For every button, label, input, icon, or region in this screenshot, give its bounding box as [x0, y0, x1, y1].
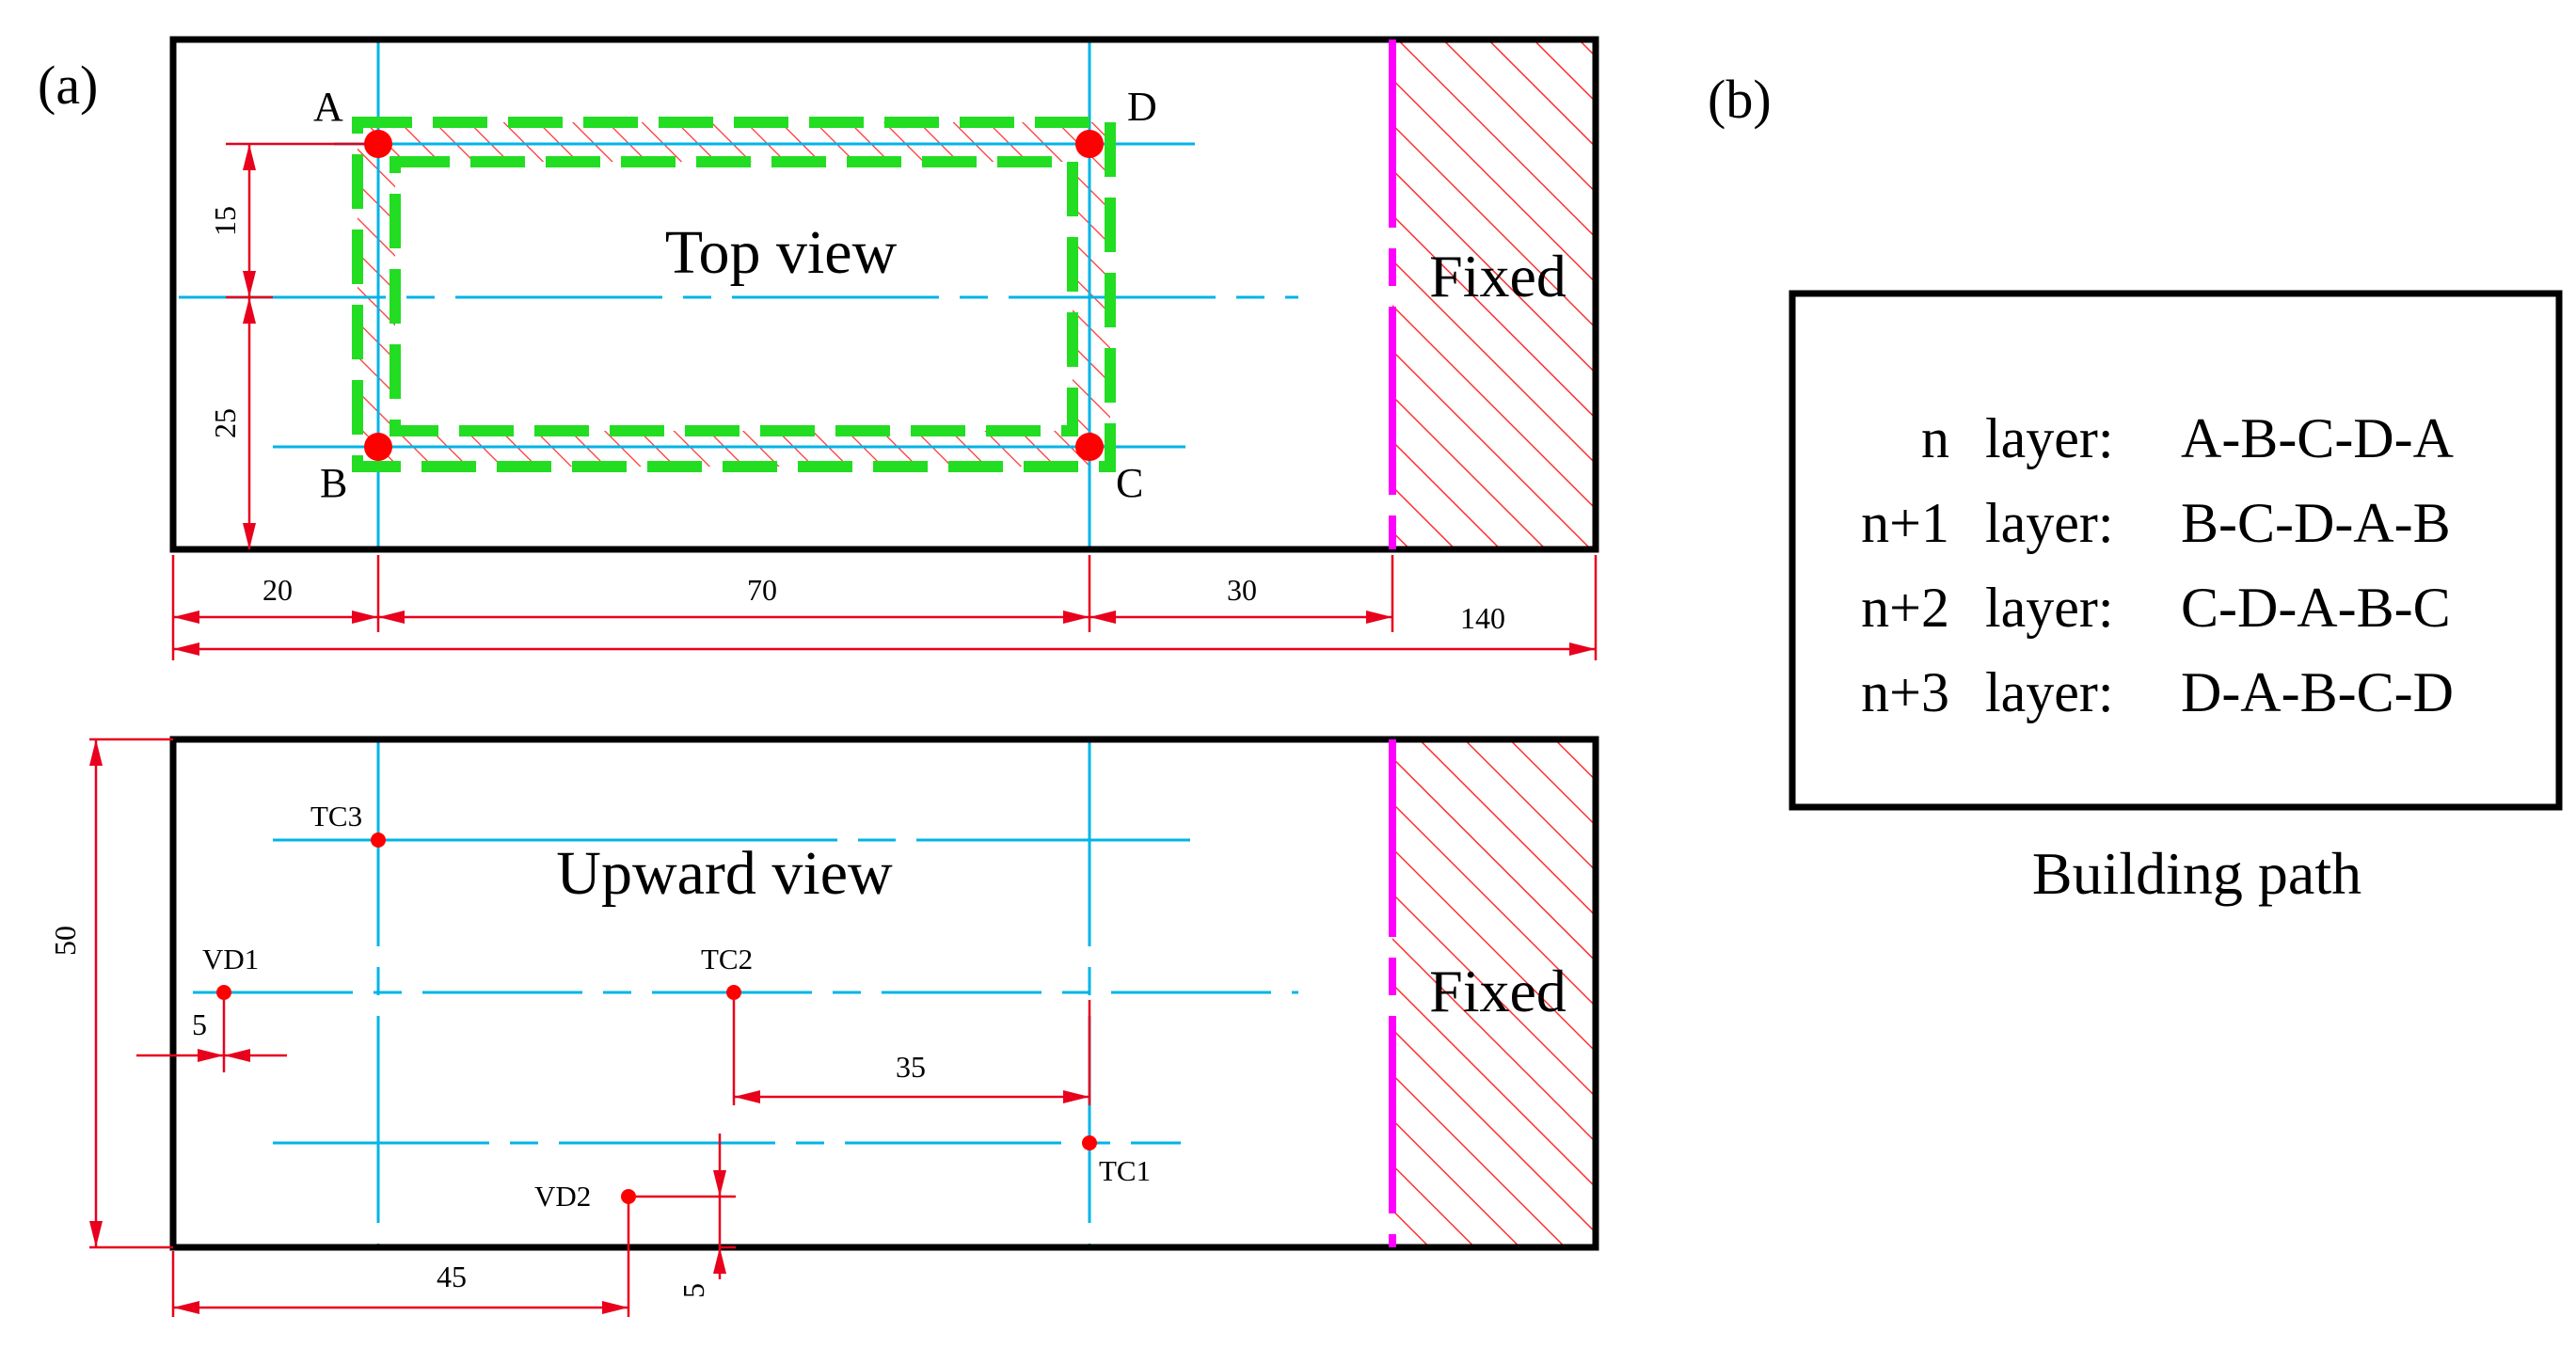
dim-45: 45 — [437, 1260, 467, 1293]
top-plate-outline — [169, 36, 1599, 553]
sensor-point-tc3 — [371, 833, 386, 848]
sensor-point-tc2 — [726, 985, 741, 1000]
path-layer-n3: n+3 — [1861, 661, 1949, 723]
building-path-caption: Building path — [2032, 840, 2361, 907]
top-fixed-label: Fixed — [1429, 243, 1566, 309]
dim-140: 140 — [1460, 601, 1505, 635]
top-view: Top view Fixed A B C D 20 70 30 140 15 2… — [169, 36, 1599, 660]
corner-marker-c — [1075, 433, 1104, 461]
top-dimension-arrows — [173, 144, 1596, 656]
upward-centerlines — [193, 739, 1298, 1247]
corner-label-b: B — [320, 460, 347, 506]
corner-marker-b — [364, 433, 392, 461]
path-layer-n2: n+2 — [1861, 577, 1949, 639]
sensor-label-tc2: TC2 — [701, 943, 753, 975]
path-word-n1: layer: — [1985, 492, 2114, 554]
path-seq-n: A-B-C-D-A — [2181, 407, 2454, 469]
building-path-panel: n layer: A-B-C-D-A n+1 layer: B-C-D-A-B … — [1789, 290, 2563, 907]
building-path-box — [1789, 290, 2563, 811]
path-seq-n3: D-A-B-C-D — [2181, 661, 2454, 723]
sensor-label-tc3: TC3 — [310, 800, 362, 833]
dim-70: 70 — [747, 573, 777, 607]
dim-30: 30 — [1227, 573, 1257, 607]
corner-marker-a — [364, 130, 392, 158]
top-deposited-track — [358, 122, 1110, 467]
path-layer-n1: n+1 — [1861, 492, 1949, 554]
sensor-label-vd1: VD1 — [202, 943, 259, 975]
path-layer-n: n — [1921, 407, 1949, 469]
dim-5-vd1: 5 — [192, 1007, 207, 1041]
dim-15: 15 — [208, 206, 242, 236]
dim-20: 20 — [262, 573, 293, 607]
corner-label-c: C — [1116, 460, 1143, 506]
top-building-path-outer — [352, 117, 1116, 472]
path-seq-n1: B-C-D-A-B — [2181, 492, 2451, 554]
dim-35: 35 — [896, 1050, 926, 1084]
upward-dimension-lines — [89, 737, 1091, 1317]
upward-fixed-label: Fixed — [1429, 958, 1566, 1024]
path-seq-n2: C-D-A-B-C — [2181, 577, 2451, 639]
corner-label-a: A — [313, 84, 343, 130]
corner-label-d: D — [1127, 84, 1157, 130]
path-row-n3: n+3 layer: D-A-B-C-D — [1861, 661, 2454, 723]
panel-b-label: (b) — [1708, 69, 1772, 130]
path-row-n: n layer: A-B-C-D-A — [1921, 407, 2454, 469]
sensor-label-vd2: VD2 — [534, 1180, 591, 1213]
corner-marker-d — [1075, 130, 1104, 158]
upward-plate-outline — [169, 736, 1599, 1251]
upward-sensor-points — [216, 833, 1097, 1204]
sensor-point-vd1 — [216, 985, 231, 1000]
top-building-path-inner — [390, 156, 1078, 436]
path-row-n2: n+2 layer: C-D-A-B-C — [1861, 577, 2450, 639]
sensor-label-tc1: TC1 — [1099, 1154, 1151, 1187]
path-word-n3: layer: — [1985, 661, 2114, 723]
top-fixed-region — [1392, 40, 1596, 549]
panel-a-label: (a) — [38, 55, 98, 116]
upward-view: Upward view Fixed TC3 VD1 TC2 TC1 VD2 50… — [48, 736, 1599, 1317]
upward-dimension-arrows — [89, 739, 1089, 1314]
path-row-n1: n+1 layer: B-C-D-A-B — [1861, 492, 2450, 554]
dim-25: 25 — [208, 408, 242, 438]
sensor-point-vd2 — [621, 1189, 636, 1204]
dim-5-vd2: 5 — [676, 1283, 710, 1298]
dim-50: 50 — [48, 926, 82, 956]
path-word-n: layer: — [1985, 407, 2114, 469]
upward-fixed-region — [1392, 739, 1596, 1247]
top-view-title: Top view — [665, 218, 898, 287]
sensor-point-tc1 — [1082, 1135, 1097, 1150]
upward-view-title: Upward view — [556, 839, 893, 908]
path-word-n2: layer: — [1985, 577, 2114, 639]
